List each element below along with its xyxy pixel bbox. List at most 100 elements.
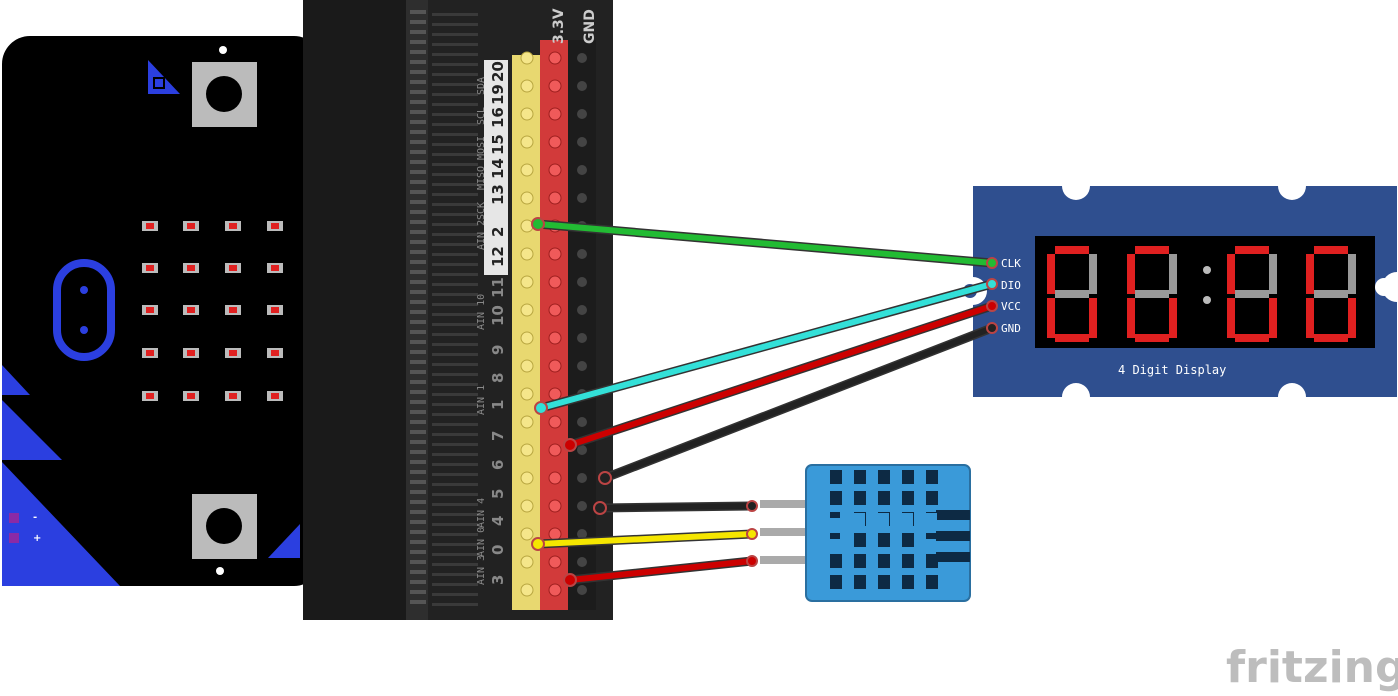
pin-number: 11	[489, 277, 507, 298]
header-pin	[548, 135, 562, 149]
segment	[1227, 254, 1235, 294]
header-pin	[577, 137, 587, 147]
header-pin	[577, 585, 587, 595]
segment	[1314, 334, 1348, 342]
pin-number: 8	[489, 373, 507, 383]
edge-pad	[9, 533, 19, 543]
sensor-vent	[902, 554, 914, 568]
header-pin	[548, 107, 562, 121]
pin-function-label: SCL	[476, 107, 487, 125]
header-pin	[577, 473, 587, 483]
header-pin	[548, 163, 562, 177]
header-pin	[577, 249, 587, 259]
wire-end	[746, 528, 758, 540]
segment	[1089, 254, 1097, 294]
button-b-marker	[268, 524, 300, 558]
wire	[535, 221, 995, 266]
pin-function-label: AIN 2	[476, 220, 487, 250]
header-pin	[520, 527, 534, 541]
wire-end	[531, 537, 545, 551]
segment	[1306, 254, 1314, 294]
header-pin	[548, 387, 562, 401]
wire-end	[986, 278, 998, 290]
pin-function-label: SDA	[476, 77, 487, 95]
segment	[1314, 246, 1348, 254]
pin-number: 5	[489, 489, 507, 499]
pin-number: 20	[489, 61, 507, 82]
pin-function-label: MOSI	[476, 136, 487, 160]
wire-end	[563, 438, 577, 452]
header-pin	[577, 361, 587, 371]
wires	[531, 217, 998, 587]
wire-end	[534, 401, 548, 415]
header-pin	[577, 305, 587, 315]
segment	[1235, 334, 1269, 342]
wire-end	[746, 555, 758, 567]
sensor-vent	[854, 533, 866, 547]
pin-number: 14	[489, 158, 507, 179]
header-pin	[520, 387, 534, 401]
pin-number: 7	[489, 431, 507, 441]
segment	[1047, 254, 1055, 294]
sensor-vent	[830, 554, 842, 568]
sensor-vent	[830, 470, 842, 484]
wire-end	[531, 217, 545, 231]
pin-number: 3	[489, 575, 507, 585]
power-label: 3.3V	[551, 8, 567, 44]
header-pin	[577, 81, 587, 91]
header-pin	[577, 501, 587, 511]
display-pin-label: VCC	[1001, 300, 1021, 313]
header-pin	[520, 219, 534, 233]
pin-function-label: AIN 10	[476, 294, 487, 330]
display-pin-label: DIO	[1001, 279, 1021, 292]
microbit-board: - +	[2, 36, 322, 586]
header-pin	[548, 247, 562, 261]
segment	[1169, 298, 1177, 338]
highlighted-pin-box	[484, 60, 508, 275]
wire-end	[593, 501, 607, 515]
header-pin	[520, 583, 534, 597]
edge-plus-label: +	[33, 533, 41, 544]
header-pin	[548, 51, 562, 65]
header-pin	[520, 471, 534, 485]
segment	[1135, 290, 1169, 298]
pin-number: 15	[489, 134, 507, 155]
wire	[535, 531, 755, 547]
header-pin	[520, 191, 534, 205]
sensor-vent	[926, 554, 938, 568]
sensor-vent	[878, 491, 890, 505]
header-pin	[548, 79, 562, 93]
header-pin	[548, 359, 562, 373]
header-pin	[577, 557, 587, 567]
wire	[538, 281, 995, 411]
segment	[1306, 298, 1314, 338]
header-pin	[520, 247, 534, 261]
sensor-vent	[830, 512, 840, 518]
header-pin	[548, 583, 562, 597]
pin-function-label: AIN 0	[476, 527, 487, 557]
pin-number: 6	[489, 460, 507, 470]
segment	[1089, 298, 1097, 338]
edge-minus-label: -	[33, 512, 37, 523]
display-label: 4 Digit Display	[1118, 363, 1226, 377]
header-pin	[548, 415, 562, 429]
header-pin	[520, 555, 534, 569]
sensor-vent	[854, 470, 866, 484]
edge-pad	[9, 513, 19, 523]
touch-logo	[53, 259, 115, 361]
header-pin	[548, 303, 562, 317]
wire	[597, 503, 755, 511]
pin-number: 0	[489, 545, 507, 555]
segment	[1169, 254, 1177, 294]
header-pin	[548, 191, 562, 205]
header-pin	[548, 331, 562, 345]
pin-number: 4	[489, 516, 507, 526]
header-pin	[577, 193, 587, 203]
segment	[1227, 298, 1235, 338]
header-pin	[577, 277, 587, 287]
segment	[1314, 290, 1348, 298]
pin-number: 13	[489, 184, 507, 205]
dht-sensor	[760, 464, 971, 602]
header-pin	[577, 417, 587, 427]
